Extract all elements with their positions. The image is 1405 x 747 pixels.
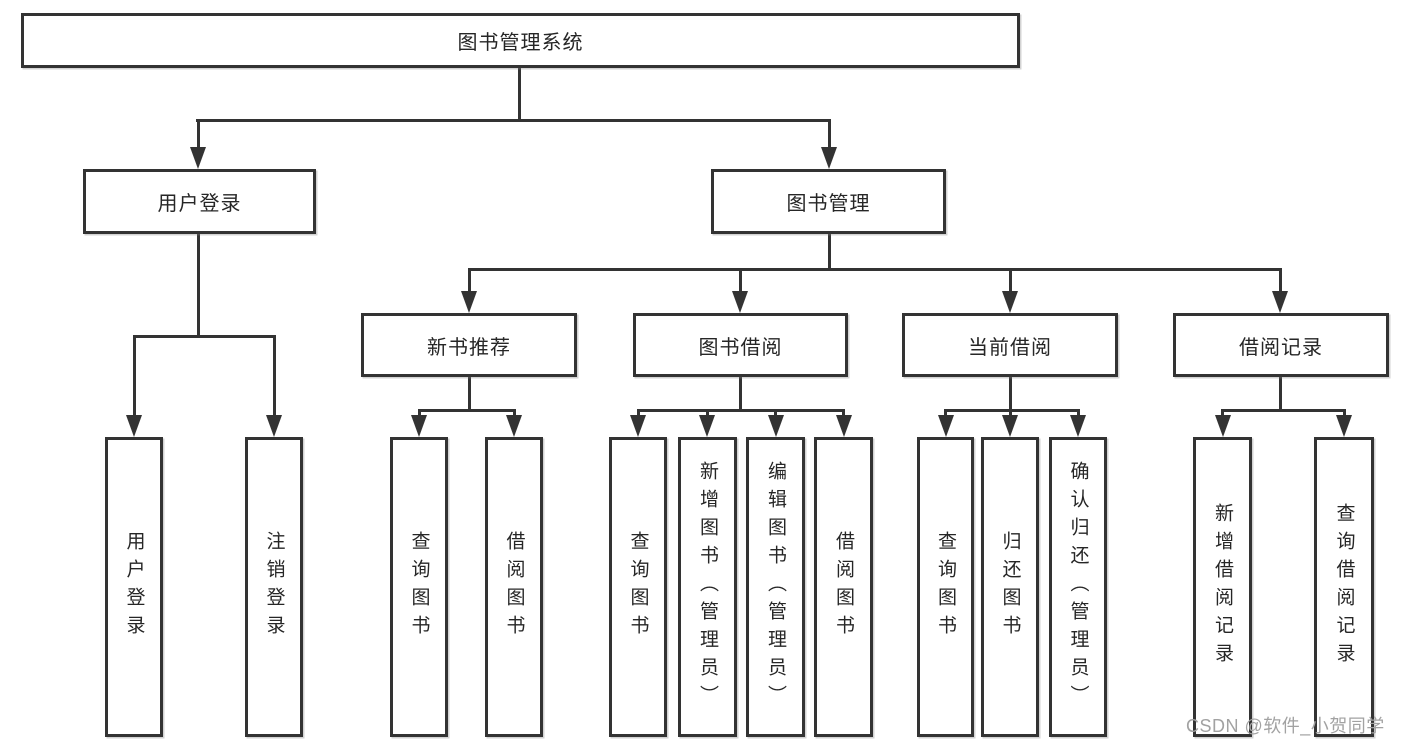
node-add-borrow-record: 新增借阅记录 bbox=[1193, 437, 1252, 737]
connector-line bbox=[272, 335, 276, 415]
connector-line bbox=[196, 119, 831, 122]
connector-line bbox=[1278, 377, 1282, 412]
node-query-books-borrowing: 查询图书 bbox=[609, 437, 667, 737]
connector-line bbox=[636, 409, 845, 412]
arrow-down-icon bbox=[1070, 415, 1086, 437]
arrow-down-icon bbox=[266, 415, 282, 437]
node-query-books-borrowing-label: 查询图书 bbox=[627, 531, 649, 643]
node-query-books-current: 查询图书 bbox=[917, 437, 974, 737]
node-new-book-recommend-label: 新书推荐 bbox=[427, 336, 511, 359]
node-query-books-current-label: 查询图书 bbox=[935, 531, 956, 643]
node-query-borrow-record: 查询借阅记录 bbox=[1314, 437, 1374, 737]
node-borrow-books-borrowing-label: 借阅图书 bbox=[833, 531, 854, 643]
node-borrow-books-recommend: 借阅图书 bbox=[485, 437, 543, 737]
node-query-books-recommend-label: 查询图书 bbox=[408, 531, 430, 643]
arrow-down-icon bbox=[1214, 415, 1231, 437]
node-borrowing-records: 借阅记录 bbox=[1173, 313, 1389, 377]
connector-line bbox=[842, 409, 845, 417]
connector-line bbox=[774, 409, 777, 417]
node-query-borrow-record-label: 查询借阅记录 bbox=[1333, 503, 1355, 671]
node-return-books: 归还图书 bbox=[981, 437, 1039, 737]
arrow-down-icon bbox=[1272, 291, 1288, 313]
node-edit-books-admin-label: 编辑图书（管理员） bbox=[765, 461, 786, 713]
node-return-books-label: 归还图书 bbox=[999, 531, 1021, 643]
node-user-login-label: 用户登录 bbox=[157, 193, 242, 215]
arrow-down-icon bbox=[630, 415, 646, 437]
arrow-down-icon bbox=[767, 415, 784, 437]
connector-line bbox=[1221, 409, 1224, 417]
node-logout-leaf-label: 注销登录 bbox=[263, 531, 285, 643]
connector-line bbox=[1278, 268, 1282, 291]
node-confirm-return-admin-label: 确认归还（管理员） bbox=[1067, 461, 1089, 713]
arrow-down-icon bbox=[1002, 291, 1018, 313]
connector-line bbox=[1076, 409, 1080, 417]
node-library-system: 图书管理系统 bbox=[21, 13, 1020, 68]
arrow-down-icon bbox=[699, 415, 715, 437]
arrow-down-icon bbox=[411, 415, 427, 437]
node-new-book-recommend: 新书推荐 bbox=[361, 313, 577, 377]
connector-line bbox=[512, 409, 516, 417]
arrow-down-icon bbox=[835, 415, 852, 437]
node-confirm-return-admin: 确认归还（管理员） bbox=[1049, 437, 1107, 737]
connector-line bbox=[827, 119, 831, 147]
connector-line bbox=[1008, 268, 1012, 291]
connector-line bbox=[467, 268, 1282, 271]
node-add-books-admin-label: 新增图书（管理员） bbox=[697, 461, 718, 713]
node-logout-leaf: 注销登录 bbox=[245, 437, 303, 737]
arrow-down-icon bbox=[1002, 415, 1018, 437]
arrow-down-icon bbox=[821, 147, 837, 169]
node-book-management: 图书管理 bbox=[711, 169, 946, 234]
connector-line bbox=[944, 409, 1079, 412]
node-borrow-books-borrowing: 借阅图书 bbox=[814, 437, 873, 737]
arrow-down-icon bbox=[937, 415, 954, 437]
node-library-system-label: 图书管理系统 bbox=[457, 32, 584, 54]
node-query-books-recommend: 查询图书 bbox=[390, 437, 448, 737]
arrow-down-icon bbox=[506, 415, 522, 437]
connector-line bbox=[1008, 409, 1012, 417]
node-add-books-admin: 新增图书（管理员） bbox=[678, 437, 737, 737]
node-borrow-books-recommend-label: 借阅图书 bbox=[503, 531, 525, 643]
connector-line bbox=[467, 268, 471, 291]
arrow-down-icon bbox=[461, 291, 477, 313]
connector-line bbox=[467, 377, 471, 412]
node-book-management-label: 图书管理 bbox=[786, 193, 871, 215]
node-book-borrowing-label: 图书借阅 bbox=[698, 336, 783, 359]
connector-line bbox=[518, 68, 521, 122]
connector-line bbox=[1342, 409, 1346, 417]
connector-line bbox=[738, 268, 742, 291]
arrow-down-icon bbox=[1336, 415, 1352, 437]
node-book-borrowing: 图书借阅 bbox=[633, 313, 848, 377]
arrow-down-icon bbox=[732, 291, 748, 313]
arrow-down-icon bbox=[190, 147, 206, 169]
connector-line bbox=[1221, 409, 1345, 412]
connector-line bbox=[738, 377, 742, 412]
connector-line bbox=[132, 335, 136, 415]
connector-line bbox=[196, 234, 200, 338]
arrow-down-icon bbox=[126, 415, 142, 437]
connector-line bbox=[827, 234, 831, 271]
node-user-login: 用户登录 bbox=[83, 169, 316, 234]
csdn-watermark: CSDN @软件_小贺同学 bbox=[1186, 716, 1385, 736]
node-current-borrowing: 当前借阅 bbox=[902, 313, 1118, 377]
connector-line bbox=[1008, 377, 1012, 412]
connector-line bbox=[196, 119, 200, 147]
connector-line bbox=[944, 409, 947, 417]
connector-line bbox=[132, 335, 276, 338]
connector-line bbox=[705, 409, 709, 417]
connector-line bbox=[636, 409, 640, 417]
node-login-leaf-label: 用户登录 bbox=[123, 531, 145, 643]
connector-line bbox=[417, 409, 516, 412]
node-current-borrowing-label: 当前借阅 bbox=[968, 336, 1052, 359]
node-edit-books-admin: 编辑图书（管理员） bbox=[746, 437, 805, 737]
connector-line bbox=[417, 409, 421, 417]
node-login-leaf: 用户登录 bbox=[105, 437, 163, 737]
node-add-borrow-record-label: 新增借阅记录 bbox=[1212, 503, 1233, 671]
node-borrowing-records-label: 借阅记录 bbox=[1239, 336, 1323, 359]
